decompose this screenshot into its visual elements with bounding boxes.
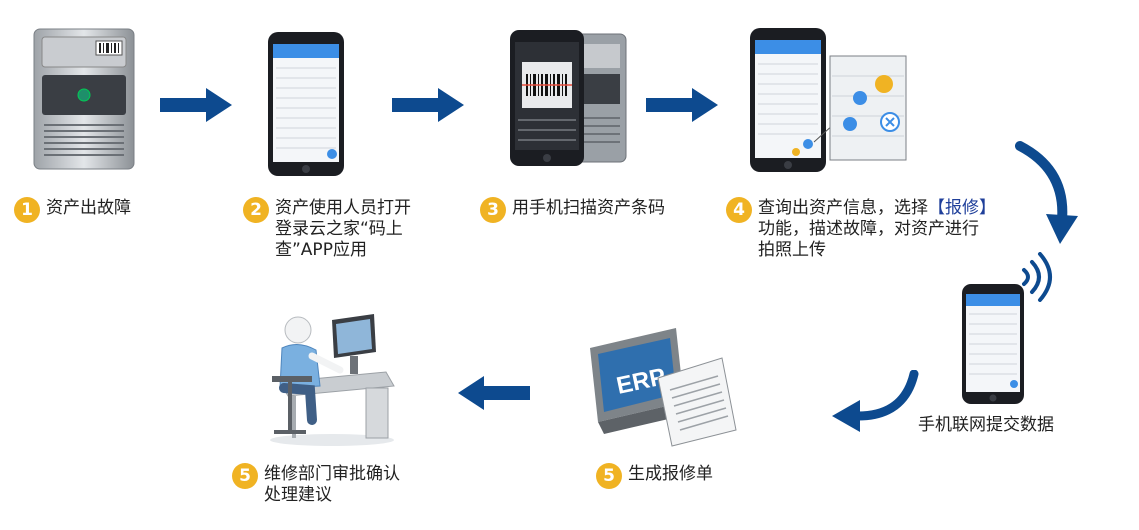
step-6-line-2: 处理建议 (264, 485, 332, 505)
flow-arrow-2 (392, 88, 464, 122)
phone-repair-illustration (750, 28, 907, 172)
phone-app-illustration (268, 32, 344, 176)
server-illustration (33, 28, 135, 170)
step-4-line-1: 查询出资产信息，选择【报修】 (758, 198, 996, 219)
step-1-label: 1 资产出故障 (14, 197, 131, 223)
step-3-badge: 3 (480, 197, 506, 223)
step-2-line-2: 登录云之家“码上 (275, 219, 403, 239)
step-6-line-1: 维修部门审批确认 (264, 464, 400, 484)
repair-function-highlight: 【报修】 (928, 198, 996, 218)
step-1-badge: 1 (14, 197, 40, 223)
erp-computer-illustration: ERP (590, 328, 737, 447)
flow-arrow-1 (160, 88, 232, 122)
step-2-line-1: 资产使用人员打开 (275, 198, 411, 218)
maintenance-worker-illustration (270, 314, 395, 446)
step-5-text: 生成报修单 (628, 464, 713, 484)
step-5-badge: 5 (596, 463, 622, 489)
step-4-line-3: 拍照上传 (758, 240, 826, 260)
step-2-badge: 2 (243, 197, 269, 223)
step-6-label: 5 维修部门审批确认 处理建议 (232, 463, 400, 506)
wifi-signal-icon (1022, 252, 1052, 302)
curved-arrow-down (1015, 141, 1078, 244)
network-submit-label: 手机联网提交数据 (918, 415, 1054, 435)
step-4-line-2: 功能，描述故障，对资产进行 (758, 219, 979, 239)
step-4-text: 查询出资产信息，选择【报修】 功能，描述故障，对资产进行 拍照上传 (758, 198, 996, 261)
step-2-text: 资产使用人员打开 登录云之家“码上 查”APP应用 (275, 198, 411, 261)
step-3-label: 3 用手机扫描资产条码 (480, 197, 665, 223)
flow-arrow-4 (458, 376, 530, 410)
step-4-line-1-text: 查询出资产信息，选择 (758, 198, 928, 218)
flow-arrow-3 (646, 88, 718, 122)
curved-arrow-left (832, 370, 919, 432)
step-4-badge: 4 (726, 197, 752, 223)
phone-network-illustration (962, 284, 1024, 404)
step-6-badge: 5 (232, 463, 258, 489)
step-1-text: 资产出故障 (46, 198, 131, 218)
step-2-line-3: 查”APP应用 (275, 240, 367, 260)
step-3-text: 用手机扫描资产条码 (512, 198, 665, 218)
phone-scan-illustration (510, 30, 627, 166)
step-6-text: 维修部门审批确认 处理建议 (264, 464, 400, 506)
step-2-label: 2 资产使用人员打开 登录云之家“码上 查”APP应用 (243, 197, 411, 261)
step-5-label: 5 生成报修单 (596, 463, 713, 489)
step-4-label: 4 查询出资产信息，选择【报修】 功能，描述故障，对资产进行 拍照上传 (726, 197, 996, 261)
